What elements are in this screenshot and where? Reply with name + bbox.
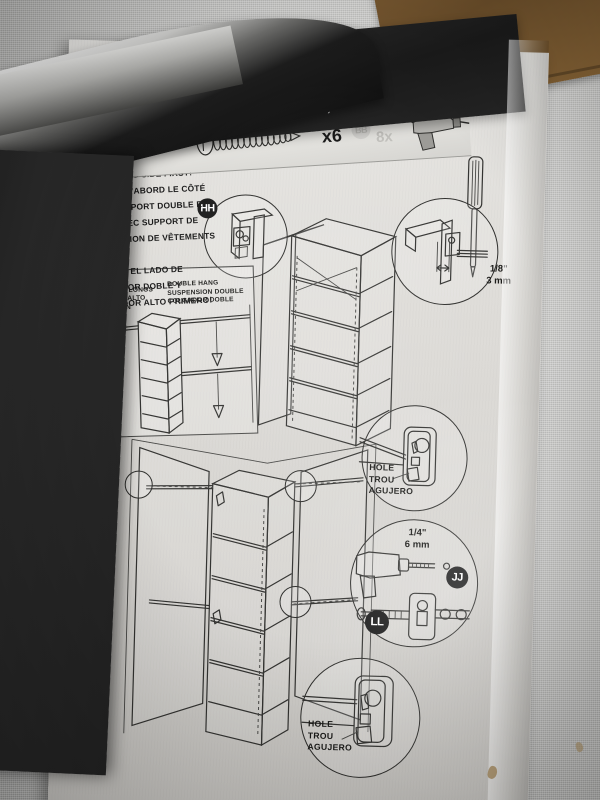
- dark-frag-2: tions. Insert all screws.: [0, 313, 116, 359]
- hole-label-upper: HOLE TROU AGUJERO: [368, 462, 414, 498]
- hole-detail-art-lower: [301, 675, 394, 748]
- hole-label-lower: HOLE TROU AGUJERO: [307, 718, 353, 754]
- hole-label-upper-es: AGUJERO: [368, 484, 414, 497]
- gap-dimension-label: 1/8" 3 mm: [475, 263, 523, 288]
- gap-metric: 3 mm: [486, 275, 512, 287]
- gap-detail-art: [404, 219, 488, 285]
- lower-closet-diagram: [123, 438, 377, 747]
- hole-label-upper-en: HOLE: [369, 462, 395, 473]
- dark-frag-0: shelf 1/8" back nd mark hole pilot holes…: [0, 159, 123, 241]
- dark-frag-1: Extend rod to in place. epeat for all: [0, 245, 119, 309]
- upper-shelf-unit-diagram: [257, 218, 398, 447]
- gap-imperial: 1/8": [489, 263, 508, 275]
- dark-frag-3: tagère rdure avant. nt des trous le guid…: [0, 363, 114, 463]
- hole-detail-art-upper: [358, 426, 437, 487]
- hole-label-lower-en: HOLE: [307, 718, 334, 730]
- hole-label-lower-es: AGUJERO: [307, 741, 353, 753]
- screwdriver-icon: [467, 156, 484, 278]
- instruction-sheet: HH 1/8" 3 mm: [47, 39, 549, 800]
- hh-bracket-detail: [230, 208, 274, 260]
- dark-frag-4: ur et tenir er r. upports. droits illes …: [0, 467, 109, 621]
- dark-frag-6: a: [0, 674, 100, 703]
- dark-frag-5: a Mida: [0, 625, 102, 671]
- ghost-qty-bb: 8x: [375, 128, 394, 147]
- drill-bit-imperial: 1/4": [408, 527, 427, 539]
- dark-page-text-column: shelf 1/8" back nd mark hole pilot holes…: [0, 159, 123, 717]
